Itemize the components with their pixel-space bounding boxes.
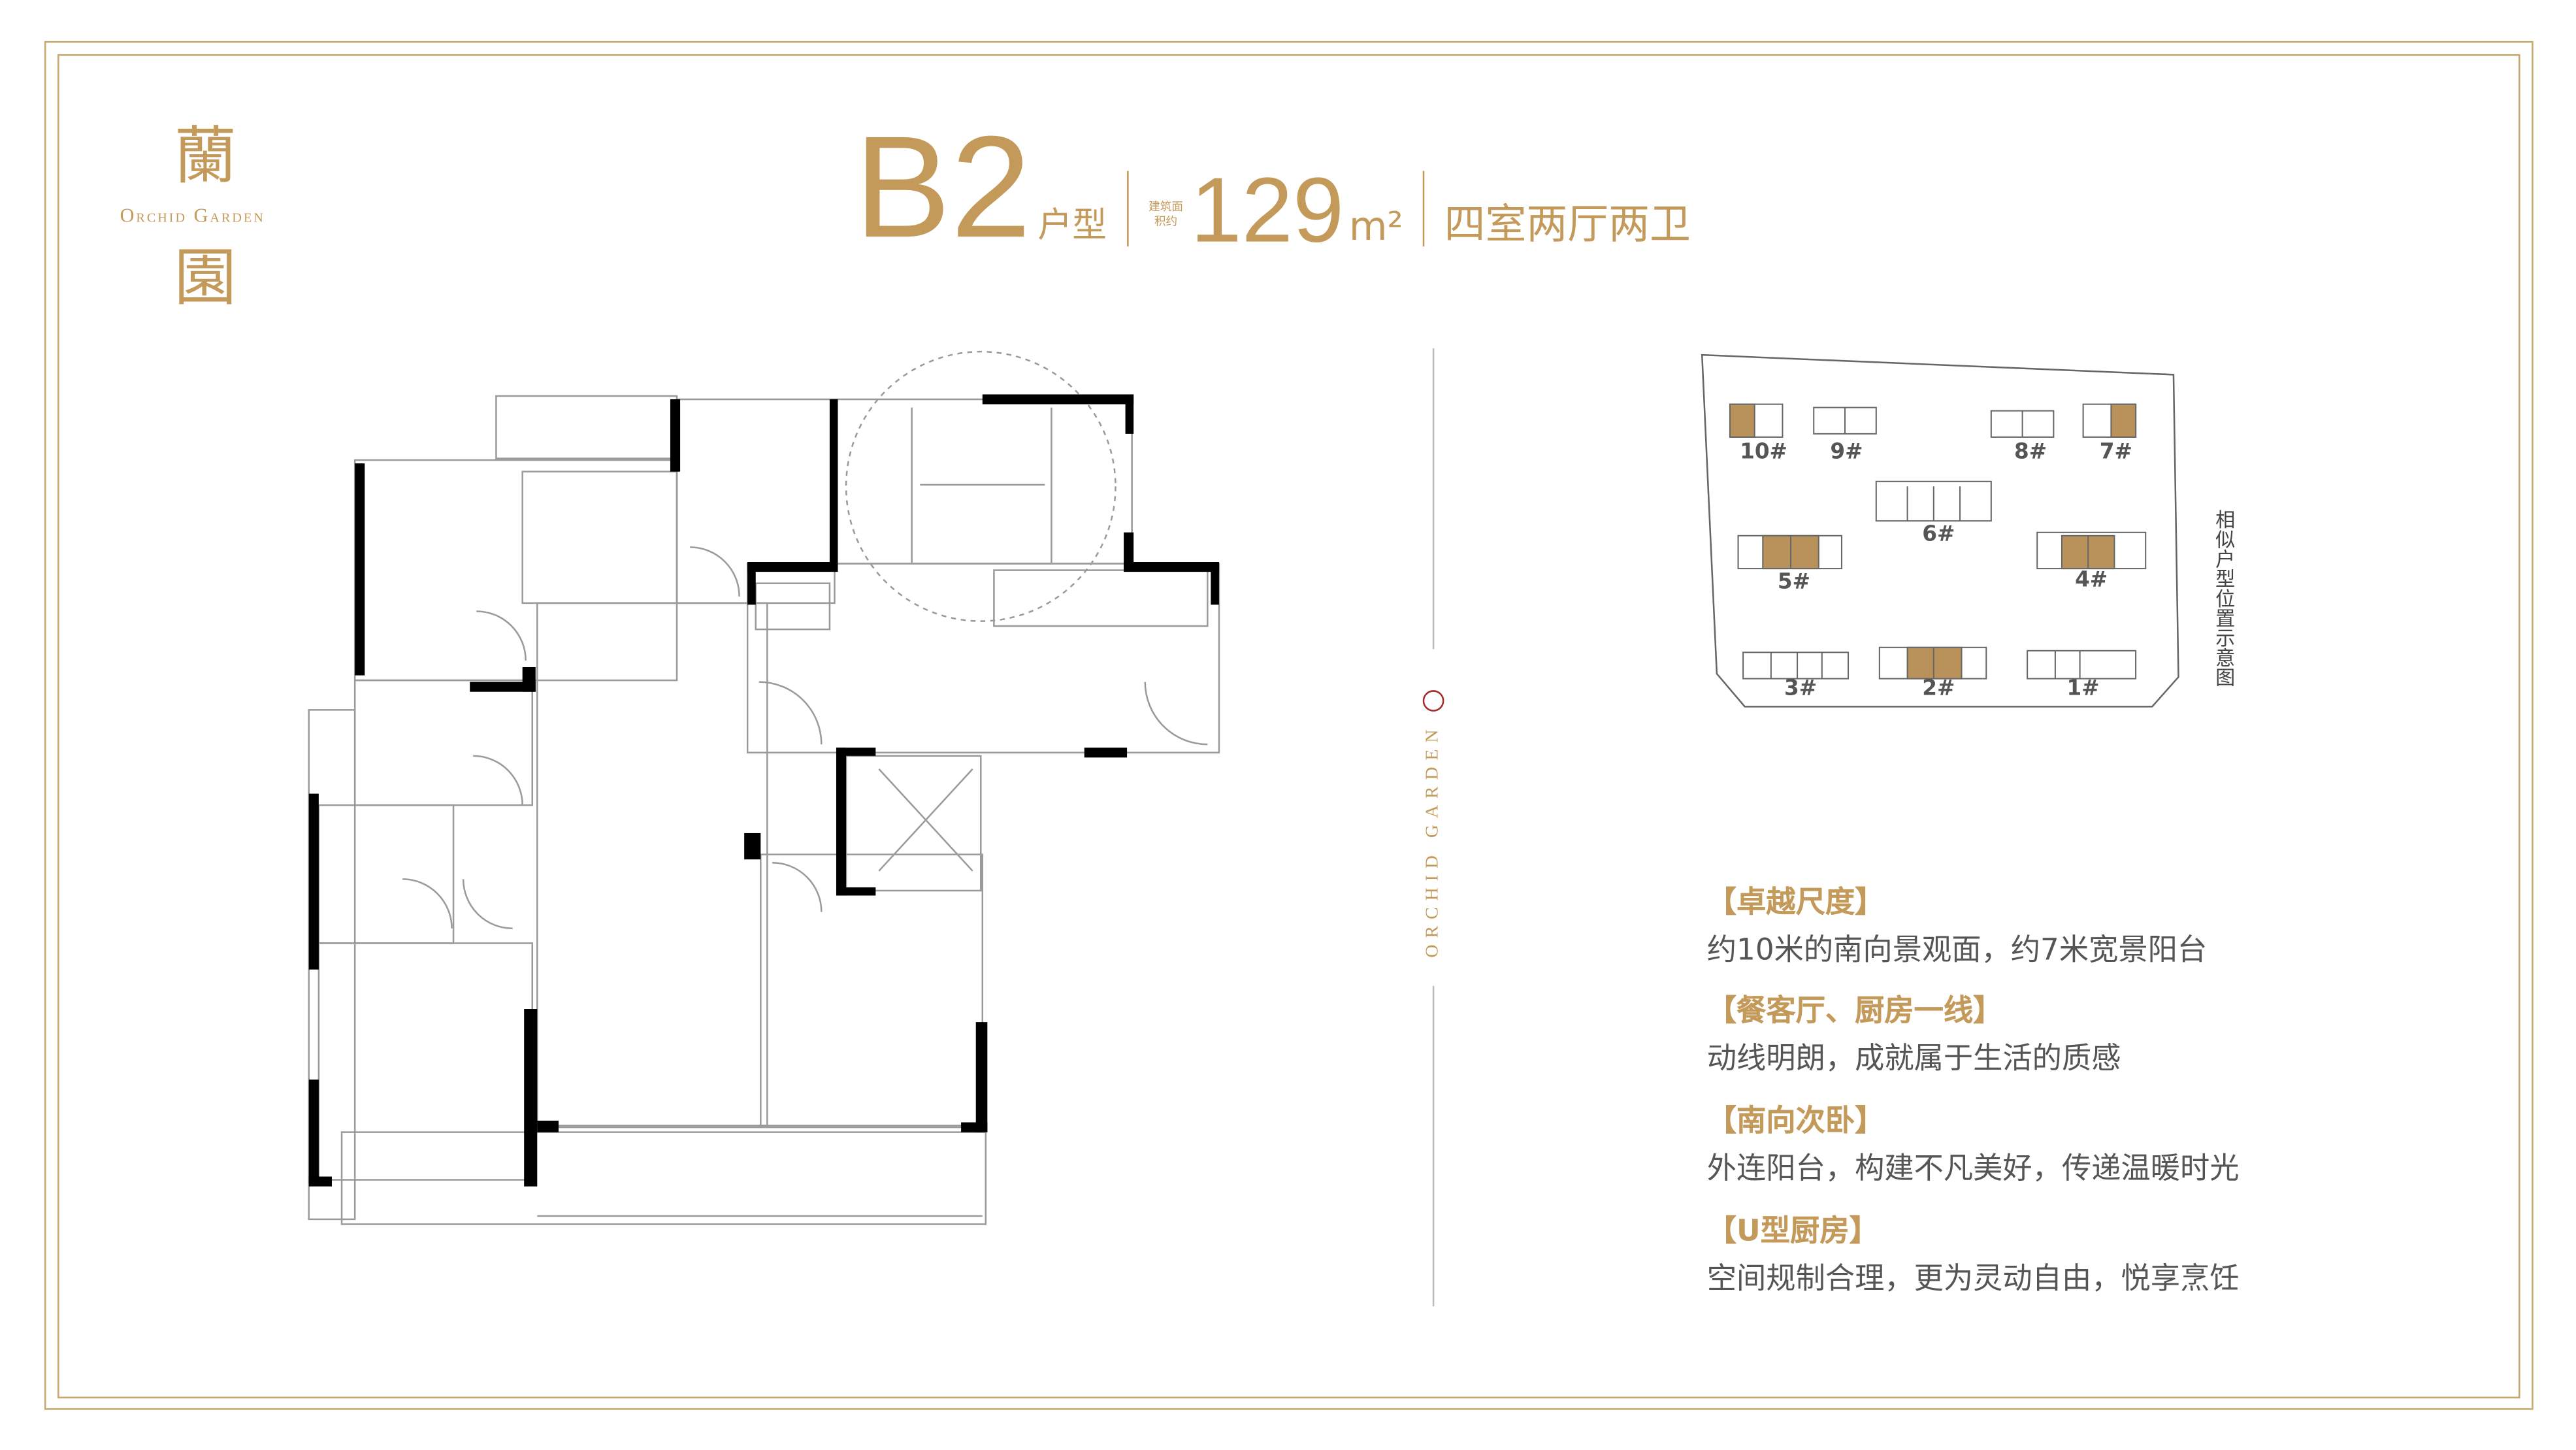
area-label: 建筑面积约 bbox=[1149, 200, 1183, 229]
building-label: 3# bbox=[1784, 677, 1818, 702]
feature-item: 【卓越尺度】约10米的南向景观面，约7米宽景阳台 bbox=[1707, 879, 2207, 969]
feature-title: 【南向次卧】 bbox=[1706, 1104, 1885, 1139]
feature-text: 约10米的南向景观面，约7米宽景阳台 bbox=[1706, 933, 2208, 968]
building-label: 10# bbox=[1740, 440, 1787, 465]
logo-english: Orchid Garden bbox=[120, 203, 265, 227]
unit-type: B2 bbox=[854, 105, 1032, 268]
unit-suffix: 户型 bbox=[1037, 205, 1107, 245]
logo-char-bottom: 園 bbox=[174, 241, 237, 314]
room-layout: 四室两厅两卫 bbox=[1444, 200, 1691, 248]
feature-item: 【南向次卧】外连阳台，构建不凡美好，传递温暖时光 bbox=[1707, 1098, 2240, 1188]
inner-frame bbox=[57, 54, 2520, 1399]
divider bbox=[1126, 171, 1128, 247]
feature-item: 【餐客厅、厨房一线】动线明朗，成就属于生活的质感 bbox=[1707, 987, 2121, 1078]
area-unit: m² bbox=[1348, 203, 1403, 250]
feature-item: 【U型厨房】空间规制合理，更为灵动自由，悦享烹饪 bbox=[1707, 1208, 2240, 1298]
building-label: 7# bbox=[2099, 440, 2132, 465]
building-label: 1# bbox=[2066, 677, 2100, 702]
divider bbox=[1422, 171, 1425, 247]
feature-title: 【卓越尺度】 bbox=[1706, 885, 1885, 921]
building-label: 9# bbox=[1830, 440, 1863, 465]
area-value: 129 bbox=[1190, 157, 1345, 261]
site-map-caption: 相似户型位置示意图 bbox=[2213, 509, 2236, 687]
building-label: 6# bbox=[1922, 522, 1955, 548]
vertical-divider-top bbox=[1432, 348, 1435, 650]
feature-title: 【餐客厅、厨房一线】 bbox=[1706, 994, 2003, 1029]
building-label: 5# bbox=[1777, 570, 1811, 595]
outer-frame bbox=[44, 41, 2534, 1410]
feature-title: 【U型厨房】 bbox=[1706, 1214, 1879, 1249]
logo-char-top: 蘭 bbox=[174, 120, 237, 193]
seal-icon bbox=[1422, 690, 1444, 712]
feature-text: 动线明朗，成就属于生活的质感 bbox=[1706, 1042, 2121, 1077]
header: B2 户型 建筑面积约 129 m² 四室两厅两卫 bbox=[854, 105, 1691, 268]
building-label: 8# bbox=[2014, 440, 2047, 465]
walls bbox=[308, 394, 1219, 1187]
building-label: 4# bbox=[2075, 568, 2108, 593]
building-label: 2# bbox=[1922, 677, 1955, 702]
feature-text: 空间规制合理，更为灵动自由，悦享烹饪 bbox=[1706, 1262, 2240, 1297]
vertical-divider-bottom bbox=[1432, 985, 1435, 1307]
feature-text: 外连阳台，构建不凡美好，传递温暖时光 bbox=[1706, 1151, 2240, 1187]
